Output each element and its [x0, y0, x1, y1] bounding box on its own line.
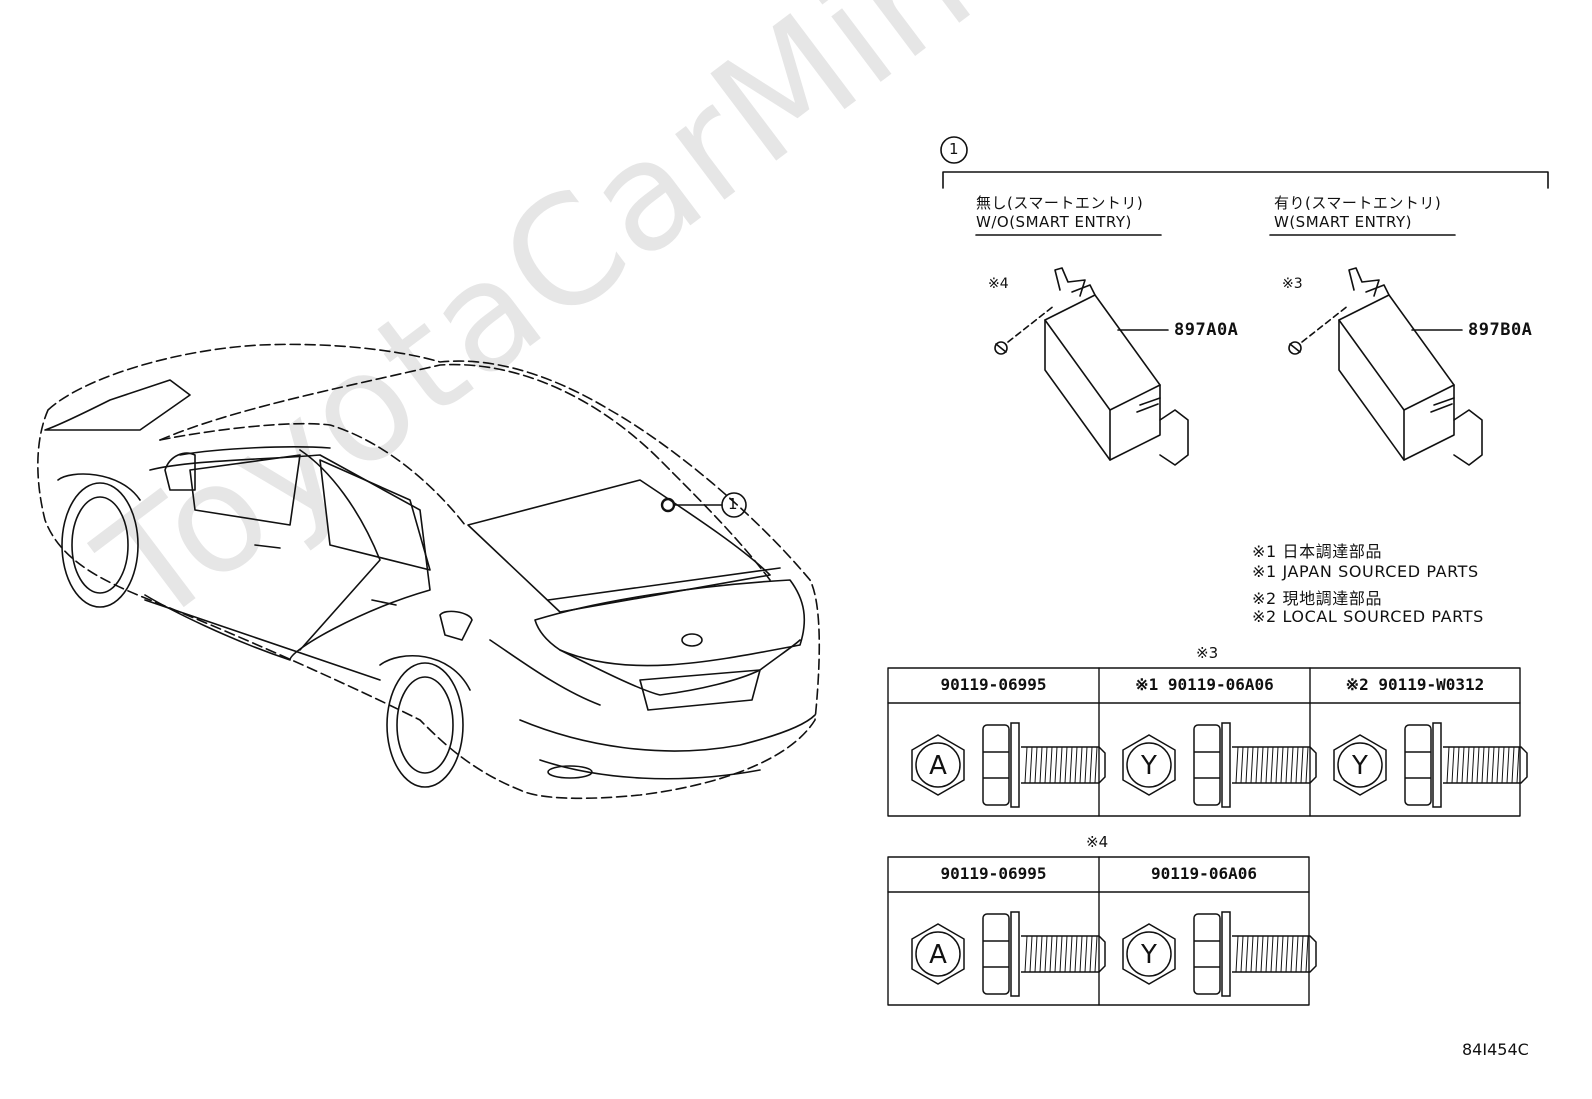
bolt-head-letter: A — [929, 940, 947, 970]
bolt-t3-1-drawing: A — [911, 722, 1106, 808]
bolt-head-letter: Y — [1140, 940, 1157, 970]
right-variant-label-jp: 有り(スマートエントリ) — [1274, 194, 1442, 212]
left-variant-label-en: W/O(SMART ENTRY) — [976, 213, 1132, 231]
bolt-t4-2-drawing: Y — [1122, 911, 1317, 997]
bolt-head-letter: Y — [1351, 751, 1368, 781]
table-4-header-1: 90119-06995 — [940, 864, 1047, 883]
part-number-897a0a: 897A0A — [1174, 320, 1239, 340]
right-variant-label-en: W(SMART ENTRY) — [1274, 213, 1413, 231]
bolt-t3-3-drawing: Y — [1333, 722, 1528, 808]
note-1-jp: ※1 日本調達部品 — [1252, 542, 1383, 561]
note-2-en: ※2 LOCAL SOURCED PARTS — [1252, 607, 1484, 626]
car-callout-number: 1 — [728, 495, 738, 513]
left-screw-note: ※4 — [988, 276, 1009, 292]
table-3-header-1: 90119-06995 — [940, 675, 1047, 694]
table-3-grid — [887, 667, 1521, 817]
table-4-header-2: 90119-06A06 — [1151, 864, 1257, 883]
note-2-jp: ※2 現地調達部品 — [1252, 589, 1383, 608]
part-number-897b0a: 897B0A — [1468, 320, 1533, 340]
table-3-title: ※3 — [1196, 644, 1219, 662]
bolt-head-letter: Y — [1140, 751, 1157, 781]
group-bracket — [940, 136, 1549, 236]
table-4-grid — [887, 856, 1310, 1006]
table-3-header-2: ※1 90119-06A06 — [1135, 675, 1274, 694]
table-3-header-3: ※2 90119-W0312 — [1345, 675, 1485, 694]
receiver-897a0a-drawing — [994, 267, 1189, 466]
note-1-en: ※1 JAPAN SOURCED PARTS — [1252, 562, 1479, 581]
figure-code: 84I454C — [1462, 1040, 1529, 1059]
bolt-t4-1-drawing: A — [911, 911, 1106, 997]
left-variant-label-jp: 無し(スマートエントリ) — [976, 194, 1144, 212]
receiver-897b0a-drawing — [1288, 267, 1483, 466]
bolt-head-letter: A — [929, 751, 947, 781]
group-number: 1 — [949, 140, 959, 158]
table-4-title: ※4 — [1086, 833, 1109, 851]
bolt-t3-2-drawing: Y — [1122, 722, 1317, 808]
car-illustration — [37, 343, 821, 800]
right-screw-note: ※3 — [1282, 276, 1303, 292]
